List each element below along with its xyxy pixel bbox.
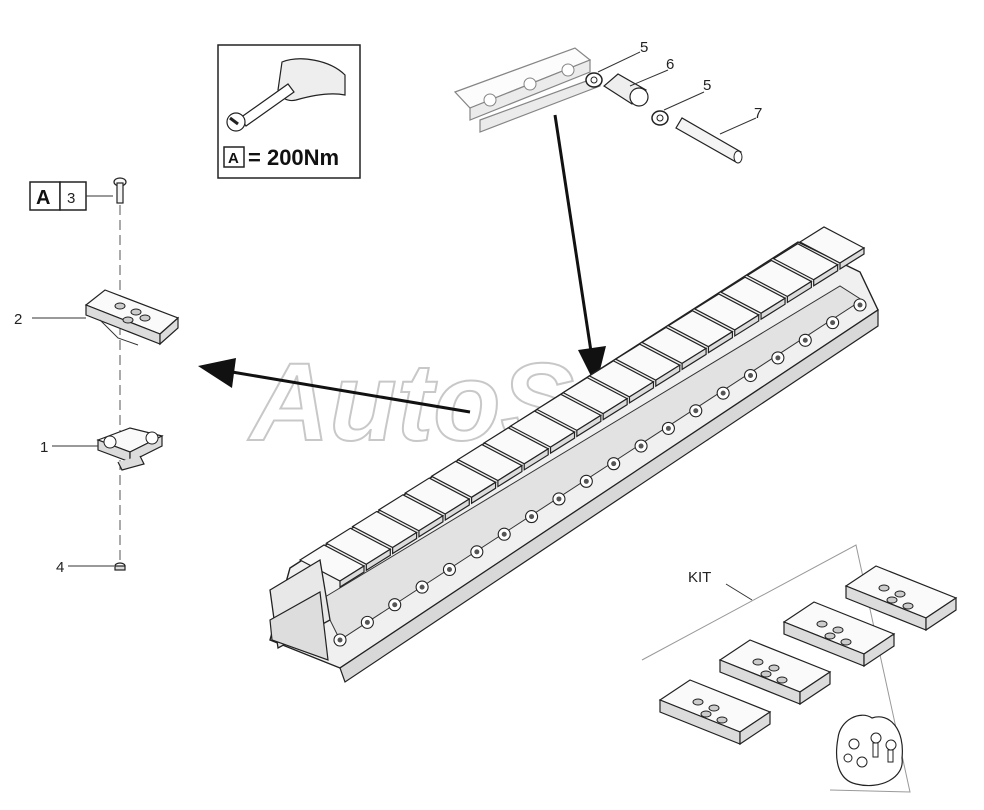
hardware-bag	[835, 714, 903, 787]
callout-5a: 5	[640, 39, 648, 56]
callout-6: 6	[666, 56, 674, 73]
washer-part-2	[651, 110, 669, 126]
track-link	[579, 474, 593, 488]
track-shoe	[588, 360, 655, 404]
track-link	[525, 510, 539, 524]
track-link	[607, 457, 621, 471]
track-link	[716, 386, 730, 400]
track-link	[415, 580, 429, 594]
kit-shoe	[658, 679, 772, 746]
track-shoe	[456, 443, 524, 488]
track-shoe	[298, 544, 366, 589]
pin-part	[675, 117, 743, 164]
track-link	[470, 545, 484, 559]
track-shoe	[561, 376, 629, 421]
track-shoe	[404, 477, 471, 522]
track-link	[798, 333, 812, 347]
track-shoe	[377, 494, 445, 538]
track-shoe	[483, 427, 550, 471]
track-link	[689, 404, 703, 418]
track-link	[552, 492, 566, 506]
torque-spec-box: A = 200Nm	[217, 44, 361, 179]
arrow-left	[198, 358, 471, 414]
track-link	[826, 316, 840, 330]
pin-assembly	[585, 72, 743, 164]
washer-part	[585, 72, 603, 88]
track-shoes	[298, 226, 866, 589]
bushing-part	[602, 73, 649, 107]
kit-shoe	[718, 639, 832, 706]
track-link	[661, 421, 675, 435]
arrow-down	[553, 114, 606, 386]
torque-letter: A	[228, 150, 239, 167]
bolt-part	[113, 177, 127, 204]
track-shoe	[798, 226, 866, 271]
track-shoe	[667, 309, 734, 354]
callout-4: 4	[56, 559, 64, 576]
track-link	[360, 615, 374, 629]
track-link	[388, 598, 402, 612]
chain-detail	[453, 47, 601, 133]
track-shoe	[430, 460, 497, 505]
track-link	[442, 562, 457, 577]
kit-group: KIT	[641, 544, 958, 793]
reference-number: 3	[67, 190, 75, 207]
reference-letter: A	[36, 187, 50, 209]
track-shoe	[325, 527, 392, 572]
wrench-icon	[226, 58, 346, 132]
kit-shoe	[844, 565, 958, 632]
torque-value: = 200Nm	[248, 145, 339, 170]
track-link	[634, 439, 648, 453]
track-shoe	[535, 393, 603, 438]
callout-5b: 5	[703, 77, 711, 94]
callout-7: 7	[754, 105, 762, 122]
track-shoe	[693, 293, 760, 338]
track-shoe	[746, 259, 813, 304]
track-shoe	[614, 343, 681, 388]
exploded-stack	[84, 177, 180, 571]
track-links	[333, 298, 867, 647]
callout-2: 2	[14, 311, 22, 328]
track-link	[333, 633, 347, 647]
track-link	[497, 527, 511, 541]
track-link	[743, 368, 758, 383]
track-link-part	[96, 427, 164, 471]
nut-part	[114, 562, 126, 571]
track-shoe	[509, 410, 576, 455]
track-shoe	[640, 326, 708, 371]
track-shoe	[772, 243, 839, 287]
callout-1: 1	[40, 439, 48, 456]
track-shoe-part	[84, 289, 180, 346]
track-assembly	[269, 226, 879, 683]
kit-shoe	[782, 601, 896, 668]
track-shoe	[719, 276, 787, 321]
kit-label: KIT	[688, 569, 711, 586]
track-shoe	[351, 510, 418, 555]
reference-box: A 3	[29, 181, 113, 211]
track-link	[771, 351, 785, 365]
track-link	[853, 298, 867, 312]
